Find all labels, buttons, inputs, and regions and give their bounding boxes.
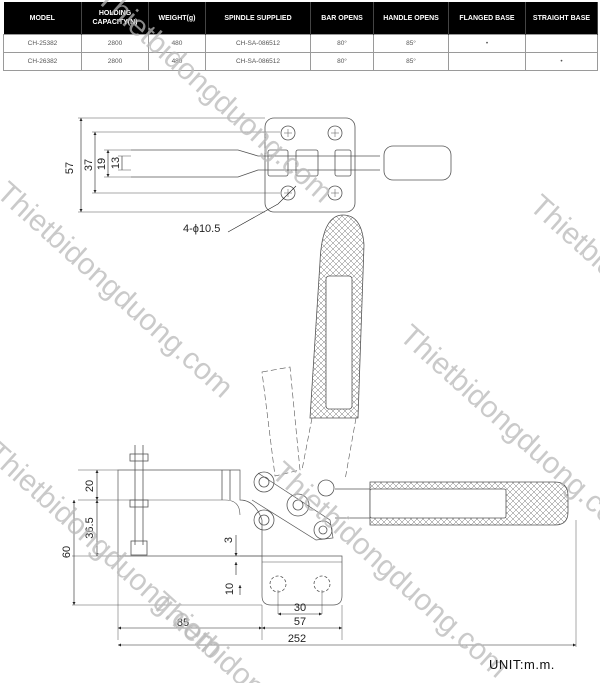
dim-36-5: 36.5 [84,517,96,538]
dim-30: 30 [294,602,306,614]
dim-85: 85 [177,617,189,629]
col-handle-opens: HANDLE OPENS [373,2,449,35]
col-straight-base: STRAIGHT BASE [525,2,598,35]
dim-57-top: 57 [64,162,76,174]
svg-text:Thietbidongduong.com: Thietbidongduong.com [523,189,600,418]
cell-bar-opens: 80° [310,52,374,71]
dim-252: 252 [288,633,306,645]
table-row: CH-26382 2800 480 CH-SA-086512 80° 85° • [3,52,598,71]
cell-handle-opens: 85° [373,52,449,71]
dim-20: 20 [84,480,96,492]
dim-60: 60 [61,546,73,558]
side-dimension-lines [72,470,576,647]
col-holding-capacity: HOLDING CAPACITY(N) [81,2,149,35]
top-view [78,117,452,233]
col-flanged-base: FLANGED BASE [448,2,526,35]
mounting-hole-icon [280,125,343,201]
svg-text:Thietbidongduong.com: Thietbidongduong.com [145,586,394,683]
cell-straight-base: • [525,52,598,71]
dim-57-base: 57 [294,616,306,628]
col-weight: WEIGHT(g) [148,2,206,35]
svg-text:Thietbidongduong.com: Thietbidongduong.com [90,0,339,209]
dim-10: 10 [224,583,236,595]
hole-callout: 4-ϕ10.5 [183,223,220,235]
col-bar-opens: BAR OPENS [310,2,374,35]
dim-37: 37 [83,159,95,171]
col-spindle: SPINDLE SUPPLIED [205,2,311,35]
side-view [72,214,577,647]
col-model: MODEL [3,2,82,35]
svg-text:Thietbidongduong.com: Thietbidongduong.com [0,176,239,405]
unit-label: UNIT:m.m. [489,657,555,672]
dim-19: 19 [96,158,108,170]
spec-table-header: MODEL HOLDING CAPACITY(N) WEIGHT(g) SPIN… [3,2,598,35]
spec-table: MODEL HOLDING CAPACITY(N) WEIGHT(g) SPIN… [3,2,598,71]
dim-13: 13 [110,157,122,169]
cell-model: CH-26382 [3,52,82,71]
base-plate-outline [264,117,356,213]
dim-3: 3 [223,537,235,543]
